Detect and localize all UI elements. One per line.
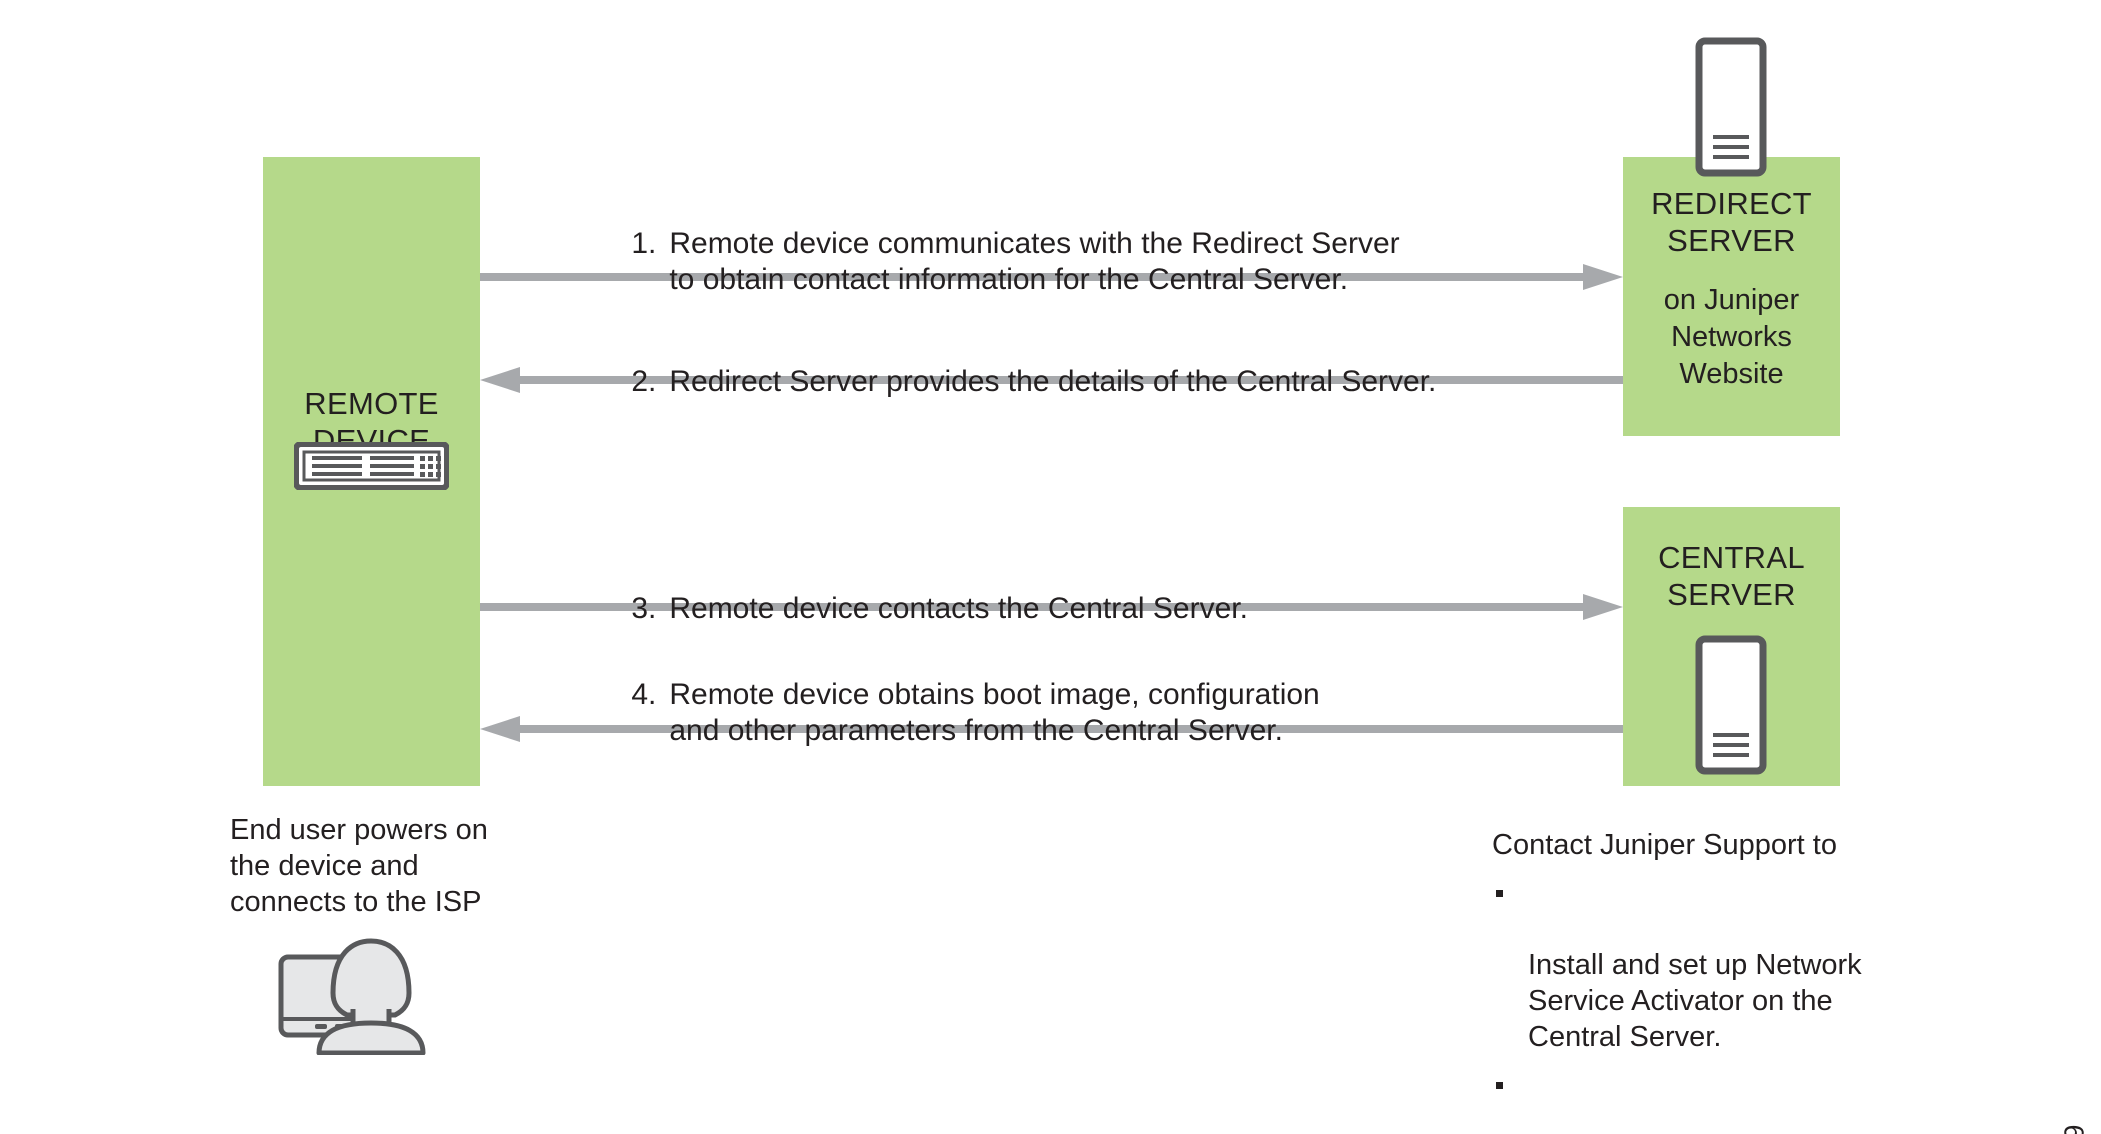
arrow-step-1-right: [480, 262, 1623, 292]
server-tower-icon: [1695, 635, 1767, 780]
redirect-server-node: REDIRECT SERVER on Juniper Networks Webs…: [1623, 37, 1840, 436]
end-user-caption: End user powers on the device and connec…: [230, 814, 488, 918]
arrow-step-2-left: [480, 365, 1623, 395]
server-tower-icon: [1695, 37, 1767, 182]
support-instructions: Contact Juniper Support to Install and s…: [1492, 827, 2012, 1134]
redirect-server-subtitle: on Juniper Networks Website: [1663, 284, 1800, 390]
step-number-2: 2.: [631, 365, 657, 398]
remote-device-title: REMOTE DEVICE: [304, 386, 439, 458]
support-heading: Contact Juniper Support to: [1492, 829, 1837, 861]
step-number-3: 3.: [631, 592, 657, 625]
bullet-icon: [1496, 1082, 1503, 1089]
step-text-1: Remote device communicates with the Redi…: [669, 227, 1400, 296]
step-label-4: 4. Remote device obtains boot image, conf…: [598, 641, 1320, 785]
step-label-2: 2. Redirect Server provides the details o…: [598, 328, 1436, 436]
step-number-1: 1.: [631, 227, 657, 260]
arrow-step-4-left: [480, 714, 1623, 744]
redirect-server-title: REDIRECT SERVER: [1651, 186, 1812, 258]
step-label-1: 1. Remote device communicates with the Re…: [598, 190, 1400, 334]
support-item-text: Install and set up Network Service Activ…: [1528, 949, 1862, 1053]
figure-id-watermark: g200339: [2059, 1124, 2091, 1134]
support-list-item: Add device and corresponding Central Ser…: [1492, 1067, 2012, 1134]
step-text-3: Remote device contacts the Central Serve…: [669, 592, 1248, 625]
bullet-icon: [1496, 890, 1503, 897]
central-server-title: CENTRAL SERVER: [1658, 540, 1805, 612]
step-number-4: 4.: [631, 678, 657, 711]
step-text-2: Redirect Server provides the details of …: [669, 365, 1437, 398]
router-switch-icon: [293, 441, 450, 495]
remote-device-node: REMOTE DEVICE: [263, 157, 480, 786]
user-with-monitor-icon: [275, 935, 455, 1060]
support-list-item: Install and set up Network Service Activ…: [1492, 875, 2012, 1055]
step-text-4: Remote device obtains boot image, config…: [669, 678, 1320, 747]
central-server-node: CENTRAL SERVER: [1623, 507, 1840, 786]
arrow-step-3-right: [480, 592, 1623, 622]
step-label-3: 3. Remote device contacts the Central Ser…: [598, 555, 1248, 663]
